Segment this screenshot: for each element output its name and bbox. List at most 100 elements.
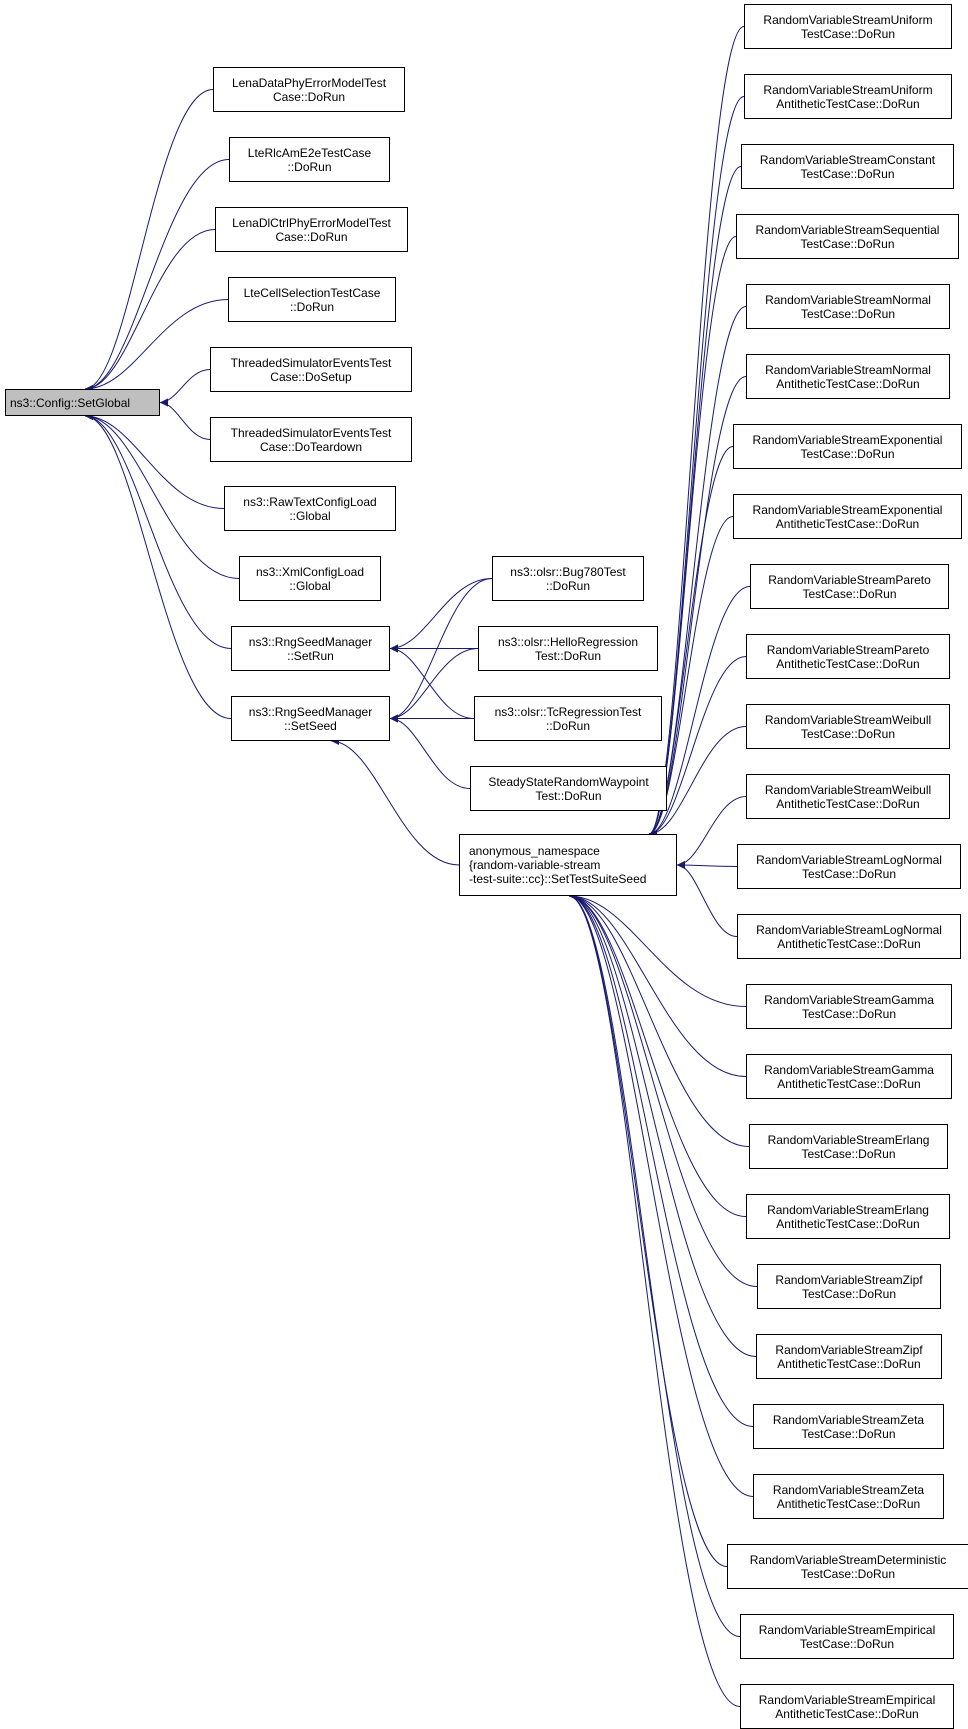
call-edge xyxy=(676,796,747,869)
call-edge xyxy=(84,412,225,509)
node-label-line: TestCase::DoRun xyxy=(801,1146,896,1161)
call-edge xyxy=(84,229,216,393)
node-label-line: ::Global xyxy=(289,578,331,593)
node-label-line: TestCase::DoRun xyxy=(800,446,895,461)
call-edge xyxy=(389,648,479,723)
graph-node-n11[interactable]: ns3::olsr::Bug780Test::DoRun xyxy=(492,556,644,601)
call-edge xyxy=(84,412,232,649)
node-label-line: LenaDlCtrlPhyErrorModelTest xyxy=(232,215,391,230)
node-label-line: LteCellSelectionTestCase xyxy=(243,285,381,300)
node-label-line: RandomVariableStreamUniform xyxy=(763,82,933,97)
root-node: ns3::Config::SetGlobal xyxy=(5,389,160,416)
node-label-line: {random-variable-stream xyxy=(469,858,601,872)
node-label-line: RandomVariableStreamSequential xyxy=(755,222,940,237)
call-edge xyxy=(568,892,750,1147)
graph-node-n8[interactable]: ns3::XmlConfigLoad::Global xyxy=(239,556,381,601)
node-label-line: TestCase::DoRun xyxy=(800,306,896,321)
graph-node-n9[interactable]: ns3::RngSeedManager::SetRun xyxy=(231,626,390,671)
call-edge xyxy=(84,412,232,719)
node-label-line: AntitheticTestCase::DoRun xyxy=(776,1216,920,1231)
node-label-line: RandomVariableStreamDeterministic xyxy=(749,1552,947,1567)
node-label-line: AntitheticTestCase::DoRun xyxy=(775,1706,919,1721)
graph-node-n15[interactable]: anonymous_namespace{random-variable-stre… xyxy=(459,834,677,896)
node-label-line: RandomVariableStreamZipf xyxy=(775,1272,923,1287)
node-label-line: RandomVariableStreamPareto xyxy=(766,642,930,657)
call-edge xyxy=(84,299,229,393)
node-label-line: LenaDataPhyErrorModelTest xyxy=(231,75,387,90)
node-label-line: RandomVariableStreamZipf xyxy=(775,1342,923,1357)
graph-node-n13[interactable]: ns3::olsr::TcRegressionTest::DoRun xyxy=(474,696,662,741)
node-label-line: TestCase::DoRun xyxy=(800,236,895,251)
node-label-line: RandomVariableStreamZeta xyxy=(772,1412,925,1427)
call-edge xyxy=(389,644,475,719)
call-edge xyxy=(389,714,471,789)
call-edge xyxy=(568,892,741,1707)
graph-node-n2[interactable]: LteRlcAmE2eTestCase::DoRun xyxy=(229,137,390,182)
graph-node-n7[interactable]: ns3::RawTextConfigLoad::Global xyxy=(224,486,396,531)
node-label-line: ::DoRun xyxy=(545,718,591,733)
node-label-line: RandomVariableStreamNormal xyxy=(765,292,931,307)
node-label-line: AntitheticTestCase::DoRun xyxy=(777,1076,921,1091)
node-label-line: ThreadedSimulatorEventsTest xyxy=(230,425,392,440)
node-label-line: AntitheticTestCase::DoRun xyxy=(776,1496,921,1511)
node-label-line: ns3::RawTextConfigLoad xyxy=(243,494,377,509)
node-label-line: Test::DoRun xyxy=(535,788,602,803)
call-edge xyxy=(84,412,240,579)
graph-node-n10[interactable]: ns3::RngSeedManager::SetSeed xyxy=(231,696,390,741)
call-edge xyxy=(568,892,754,1497)
call-edge xyxy=(648,726,747,838)
node-label-line: ns3::XmlConfigLoad xyxy=(255,564,365,579)
node-label-line: Case::DoRun xyxy=(272,89,346,104)
node-label-line: ::DoRun xyxy=(287,159,332,174)
node-label-line: RandomVariableStreamExponential xyxy=(752,502,943,517)
node-label-line: RandomVariableStreamZeta xyxy=(772,1482,925,1497)
graph-node-n4[interactable]: LteCellSelectionTestCase::DoRun xyxy=(228,277,396,322)
node-label-line: ::Global xyxy=(289,508,331,523)
node-label-line: TestCase::DoRun xyxy=(801,1426,896,1441)
node-label-line: Case::DoTeardown xyxy=(259,439,363,454)
node-label-line: RandomVariableStreamGamma xyxy=(764,1062,934,1077)
node-label-line: AntitheticTestCase::DoRun xyxy=(776,796,920,811)
call-edge xyxy=(568,892,758,1287)
node-label-line: AntitheticTestCase::DoRun xyxy=(776,656,920,671)
call-edge xyxy=(676,861,738,937)
node-label-line: ::SetSeed xyxy=(284,718,337,733)
node-label-line: AntitheticTestCase::DoRun xyxy=(777,1356,921,1371)
call-edge xyxy=(568,892,741,1637)
node-label-line: RandomVariableStreamEmpirical xyxy=(758,1692,936,1707)
node-label-line: Case::DoSetup xyxy=(270,369,352,384)
call-edge xyxy=(648,236,737,838)
